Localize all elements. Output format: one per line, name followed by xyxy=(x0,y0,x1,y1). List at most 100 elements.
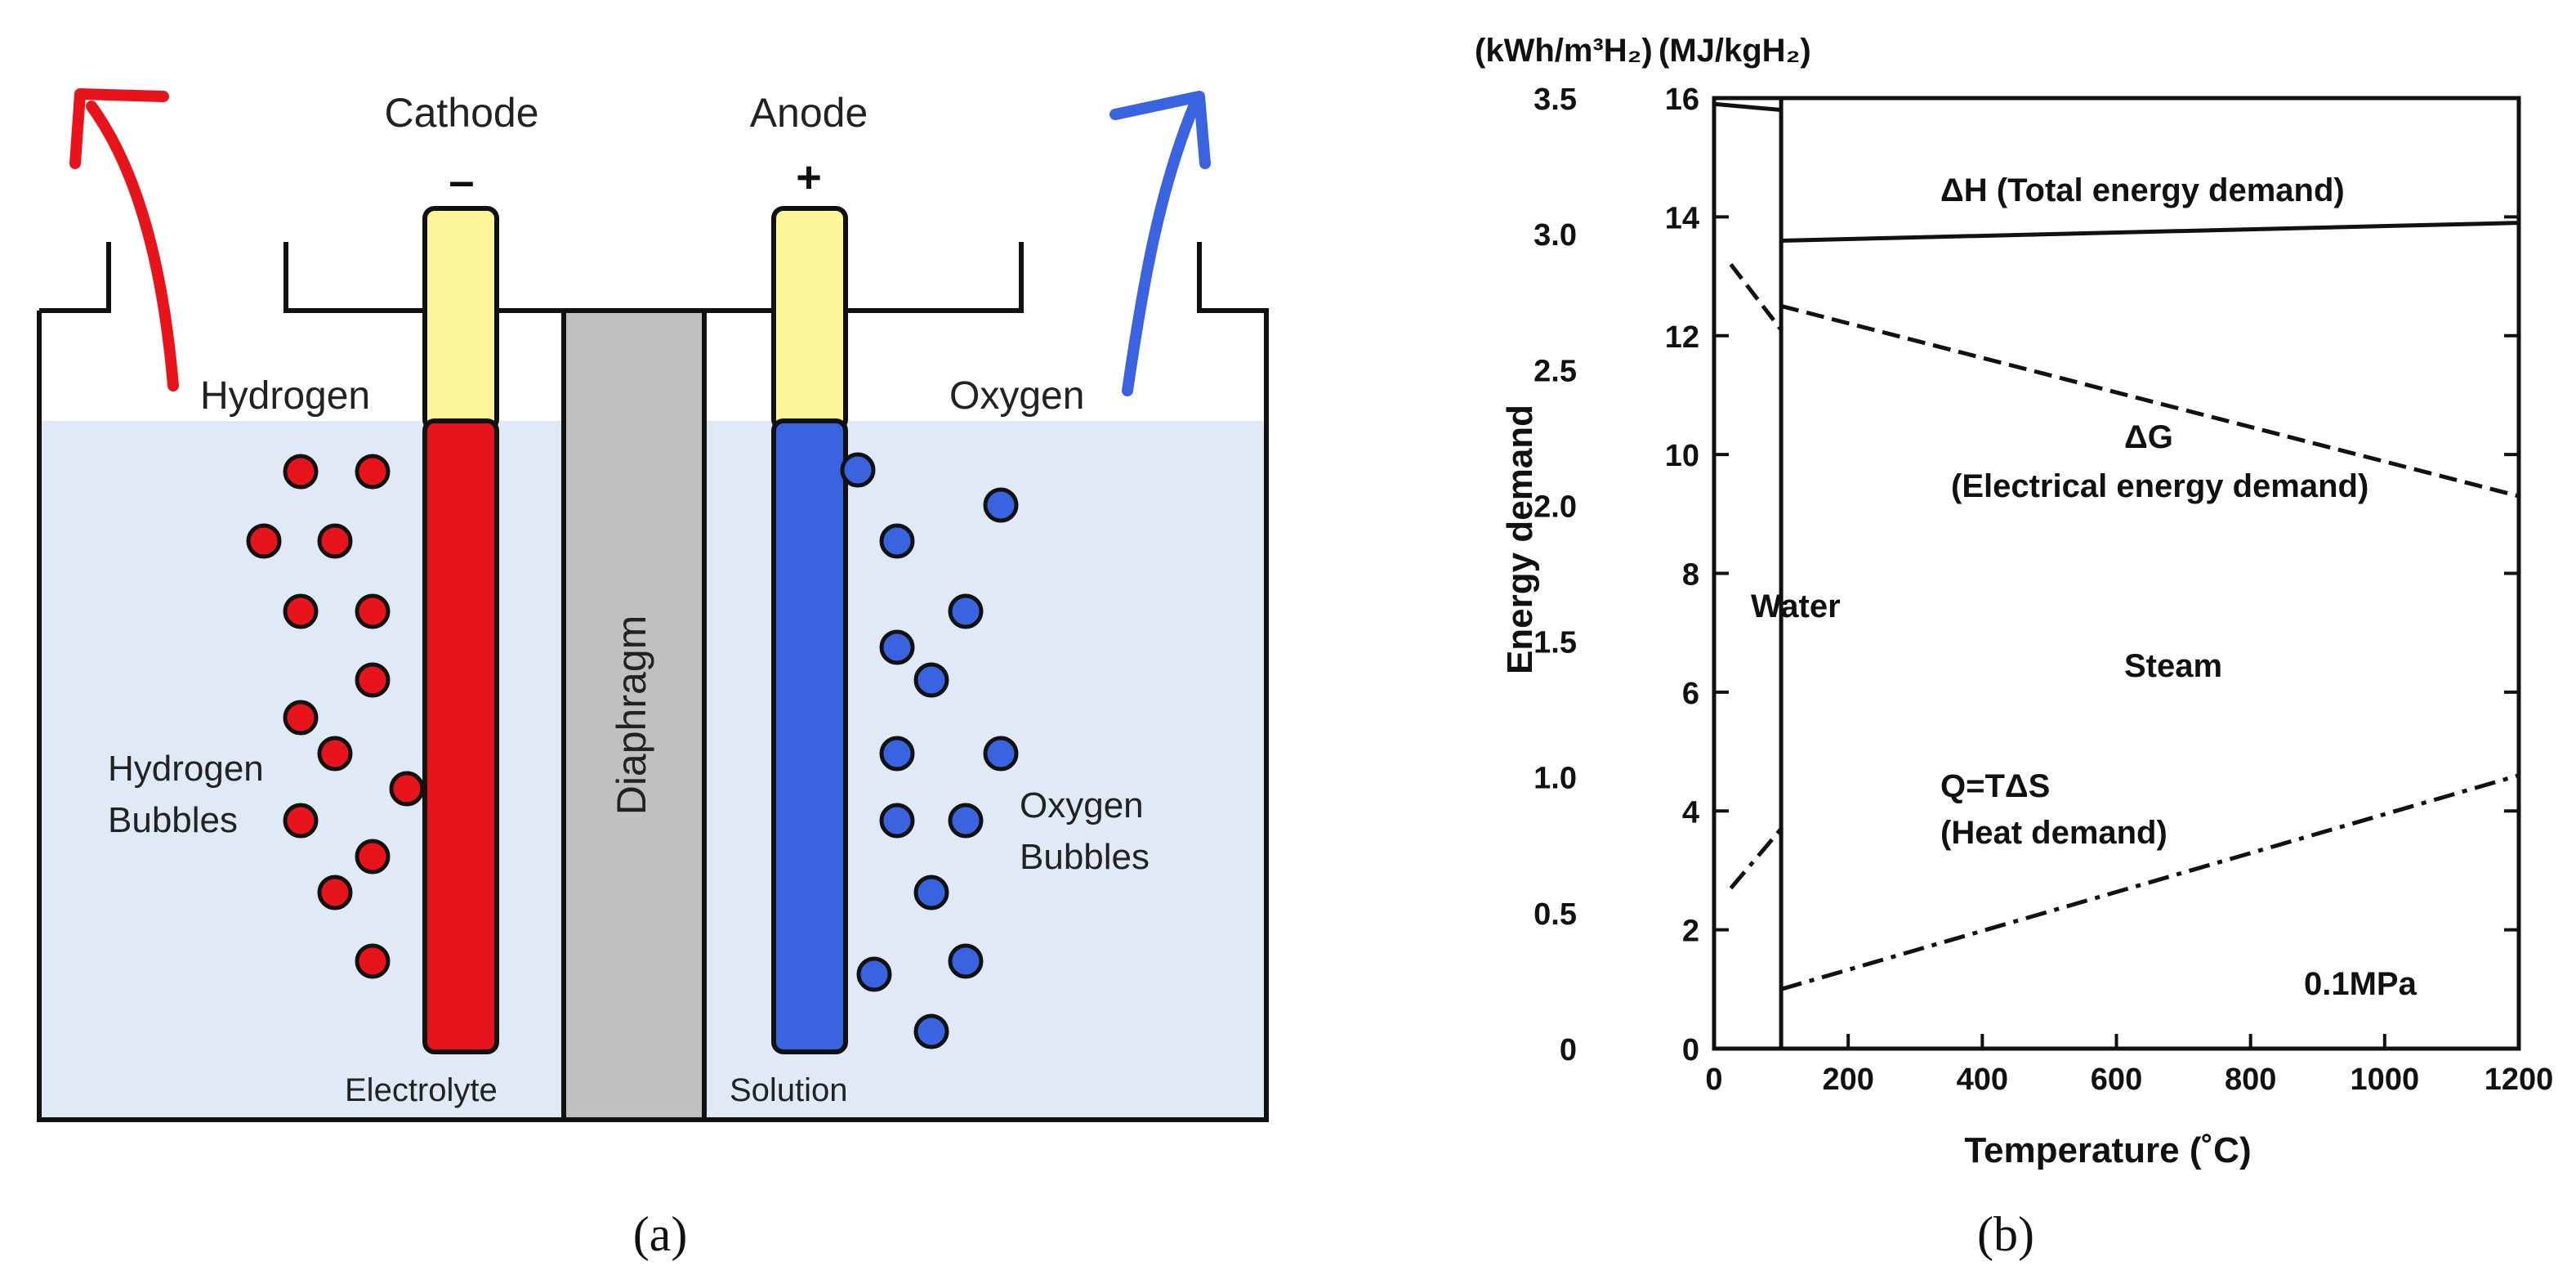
annotation-delta-h: ΔH (Total energy demand) xyxy=(1940,172,2345,208)
anode-label: Anode xyxy=(750,90,868,136)
oxygen-bubble xyxy=(948,593,984,629)
oxygen-bubble xyxy=(913,662,949,698)
series-delta-g-line-water xyxy=(1729,262,1784,332)
annotation-water: Water xyxy=(1751,588,1841,624)
diaphragm xyxy=(561,308,707,1122)
cathode-sign: – xyxy=(449,154,474,206)
y-tick-label-left-scale: 0 xyxy=(1560,1033,1577,1067)
unit-right-label: (MJ/kgH₂) xyxy=(1659,33,1811,69)
oxygen-bubble xyxy=(879,523,915,559)
hydrogen-bubbles xyxy=(246,454,425,979)
hydrogen-bubble xyxy=(389,771,425,807)
hydrogen-bubbles-label-line1: Hydrogen xyxy=(108,749,264,789)
anode-electrode xyxy=(771,418,848,1054)
unit-left-label: (kWh/m³H₂) xyxy=(1475,33,1653,69)
oxygen-bubbles xyxy=(840,452,1019,1049)
hydrogen-bubble xyxy=(317,523,353,559)
electrolysis-cell-diagram: Diaphragm Cathode – Anode + Hydrogen Oxy… xyxy=(37,88,1269,1261)
electrolyte-label: Electrolyte xyxy=(345,1072,498,1108)
x-axis-title: Temperature (˚C) xyxy=(1964,1130,2251,1170)
x-axis-ticks: 0 200 400 600 800 1000 1200 xyxy=(1705,1034,2553,1097)
annotation-delta-g: ΔG xyxy=(2124,419,2173,455)
y-tick-label-right-scale: 10 xyxy=(1665,439,1699,473)
oxygen-bubble xyxy=(879,736,915,772)
cathode-top xyxy=(422,206,499,432)
y-tick-label-left-scale: 2.5 xyxy=(1534,354,1577,388)
annotation-steam: Steam xyxy=(2124,648,2222,684)
x-tick-label: 200 xyxy=(1822,1063,1873,1097)
series-delta-h-line-steam xyxy=(1781,221,2520,243)
hydrogen-bubble xyxy=(283,454,319,490)
hydrogen-bubble xyxy=(283,803,319,839)
x-tick-label: 0 xyxy=(1705,1063,1722,1097)
y-tick-label-right-scale: 12 xyxy=(1665,320,1699,355)
caption-b: (b) xyxy=(1977,1207,2034,1261)
x-tick-label: 400 xyxy=(1957,1063,2008,1097)
diaphragm-label: Diaphragm xyxy=(609,615,654,816)
oxygen-bubble xyxy=(879,803,915,839)
y-tick-label-right-scale: 2 xyxy=(1682,915,1699,949)
oxygen-bubble xyxy=(856,956,892,992)
y-tick-label-right-scale: 16 xyxy=(1665,83,1699,117)
hydrogen-bubble xyxy=(355,454,391,490)
container-lid-left xyxy=(39,242,111,313)
y-tick-label-left-scale: 1.0 xyxy=(1534,762,1577,796)
series-heat-demand-line-steam xyxy=(1780,773,2520,991)
oxygen-bubble xyxy=(913,875,949,910)
solution-label: Solution xyxy=(730,1072,848,1108)
oxygen-bubble xyxy=(983,736,1019,772)
annotation-pressure: 0.1MPa xyxy=(2304,966,2418,1002)
y-tick-label-left-scale: 0.5 xyxy=(1534,897,1577,932)
oxygen-arrow xyxy=(1122,99,1200,396)
oxygen-bubble xyxy=(948,803,984,839)
anode-top xyxy=(771,206,848,432)
annotation-heat: Q=TΔS xyxy=(1940,768,2050,804)
series-delta-g-line-steam xyxy=(1780,303,2520,499)
hydrogen-bubble xyxy=(355,662,391,698)
x-tick-label: 1000 xyxy=(2351,1063,2420,1097)
y-tick-label-right-scale: 0 xyxy=(1682,1033,1699,1067)
hydrogen-bubble xyxy=(355,593,391,629)
y-tick-label-left-scale: 3.0 xyxy=(1534,218,1577,253)
hydrogen-bubble xyxy=(246,523,282,559)
hydrogen-bubble xyxy=(317,736,353,772)
anode-sign: + xyxy=(796,153,822,202)
oxygen-bubble xyxy=(879,629,915,665)
y-tick-label-right-scale: 8 xyxy=(1682,558,1699,593)
y-tick-label-left-scale: 1.5 xyxy=(1534,626,1577,660)
x-tick-label: 600 xyxy=(2091,1063,2142,1097)
hydrogen-arrow xyxy=(86,101,179,391)
oxygen-bubble xyxy=(948,943,984,979)
oxygen-bubbles-label-line1: Oxygen xyxy=(1020,785,1144,825)
y-tick-label-right-scale: 14 xyxy=(1665,201,1699,235)
container-wall xyxy=(37,242,1269,1122)
hydrogen-bubbles-label-line2: Bubbles xyxy=(108,800,238,840)
oxygen-arrow-head xyxy=(1109,91,1211,169)
series-delta-h-line-water xyxy=(1713,101,1782,113)
hydrogen-bubble xyxy=(355,943,391,979)
oxygen-bubble xyxy=(983,487,1019,523)
x-tick-label: 800 xyxy=(2225,1063,2276,1097)
y-tick-label-left-scale: 2.0 xyxy=(1534,490,1577,524)
x-tick-label: 1200 xyxy=(2484,1063,2554,1097)
y-tick-label-right-scale: 6 xyxy=(1682,677,1699,711)
hydrogen-bubble xyxy=(283,700,319,736)
annotation-delta-g-sub: (Electrical energy demand) xyxy=(1951,468,2368,504)
hydrogen-label: Hydrogen xyxy=(200,374,370,418)
annotation-heat-sub: (Heat demand) xyxy=(1940,815,2168,851)
oxygen-bubble xyxy=(840,452,876,488)
caption-a: (a) xyxy=(633,1207,688,1261)
oxygen-bubbles-label-line2: Bubbles xyxy=(1020,837,1150,877)
hydrogen-arrow-head xyxy=(69,88,169,169)
hydrogen-bubble xyxy=(317,875,353,910)
oxygen-bubble xyxy=(913,1013,949,1049)
oxygen-label: Oxygen xyxy=(949,374,1084,418)
series-heat-demand-line-water xyxy=(1729,827,1783,890)
container-lid-center xyxy=(283,242,1024,313)
series-layer xyxy=(1713,101,2520,991)
hydrogen-bubble xyxy=(355,839,391,875)
y-tick-label-right-scale: 4 xyxy=(1682,795,1699,830)
